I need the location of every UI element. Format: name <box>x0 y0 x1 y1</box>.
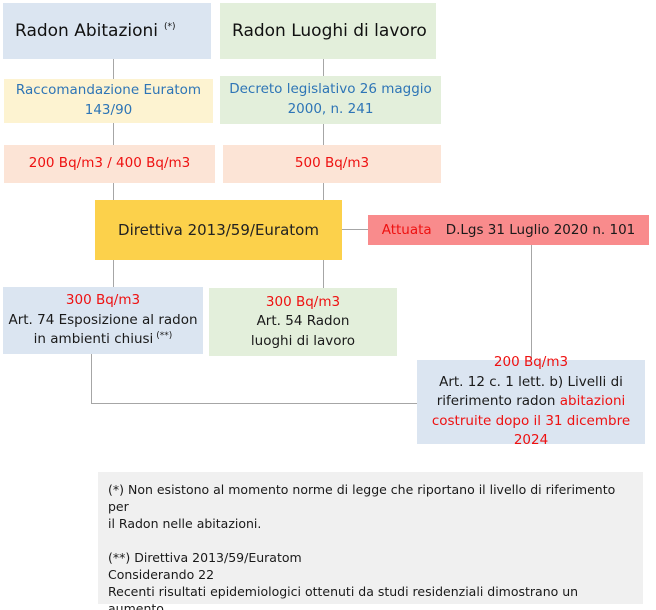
connector-art74-down <box>91 354 92 403</box>
art54-line2: luoghi di lavoro <box>250 332 356 349</box>
box-level-abitazioni: 200 Bq/m3 / 400 Bq/m3 <box>4 145 215 183</box>
raccomandazione-line2: 143/90 <box>84 102 133 118</box>
connector-work-3 <box>323 183 324 200</box>
art12-line3: costruite dopo il 31 dicembre 2024 <box>431 412 631 449</box>
connector-work-4 <box>323 260 324 288</box>
connector-work-1 <box>323 59 324 76</box>
decreto-line1: Decreto legislativo 26 maggio <box>229 81 432 98</box>
box-attuata: Attuata D.Lgs 31 Luglio 2020 n. 101 <box>368 215 649 245</box>
connector-homes-2 <box>113 123 114 145</box>
connector-attuata-art12 <box>531 245 532 360</box>
connector-work-2 <box>323 124 324 145</box>
connector-homes-3 <box>113 183 114 200</box>
box-art-54: 300 Bq/m3 Art. 54 Radon luoghi di lavoro <box>209 288 397 356</box>
footnote-marker-2: (**) <box>156 330 173 341</box>
footnote-asterisk: (*) Non esistono al momento norme di leg… <box>108 482 616 531</box>
box-direttiva: Direttiva 2013/59/Euratom <box>95 200 342 260</box>
box-level-lavoro: 500 Bq/m3 <box>223 145 441 183</box>
box-radon-abitazioni: Radon Abitazioni(*) <box>3 3 211 59</box>
box-radon-luoghi-di-lavoro: Radon Luoghi di lavoro <box>220 3 436 59</box>
box-art-74: 300 Bq/m3 Art. 74 Esposizione al radon i… <box>3 287 203 354</box>
art12-line1: Art. 12 c. 1 lett. b) Livelli di <box>439 373 623 390</box>
footnote-marker-1: (*) <box>164 22 176 33</box>
box-decreto-legislativo: Decreto legislativo 26 maggio 2000, n. 2… <box>220 76 441 124</box>
art74-level: 300 Bq/m3 <box>65 292 141 309</box>
art12-line2: riferimento radon abitazioni <box>436 393 626 410</box>
art54-level: 300 Bq/m3 <box>265 293 341 310</box>
footnote-double-asterisk: (**) Direttiva 2013/59/Euratom Considera… <box>108 550 579 610</box>
footnotes-panel: (*) Non esistono al momento norme di leg… <box>98 472 643 610</box>
level-lavoro-value: 500 Bq/m3 <box>294 155 370 172</box>
radon-lavoro-title: Radon Luoghi di lavoro <box>232 21 427 41</box>
level-abitazioni-value: 200 Bq/m3 / 400 Bq/m3 <box>28 155 191 172</box>
direttiva-label: Direttiva 2013/59/Euratom <box>118 221 319 239</box>
connector-directive-attuata <box>342 229 368 230</box>
connector-homes-1 <box>113 59 114 79</box>
box-raccomandazione-euratom: Raccomandazione Euratom 143/90 <box>4 79 213 123</box>
connector-art74-art12 <box>91 403 417 404</box>
art12-level: 200 Bq/m3 <box>493 354 569 371</box>
art54-line1: Art. 54 Radon <box>256 313 350 330</box>
attuata-law: D.Lgs 31 Luglio 2020 n. 101 <box>445 222 636 238</box>
radon-abitazioni-title: Radon Abitazioni(*) <box>15 21 176 41</box>
decreto-line2: 2000, n. 241 <box>287 101 374 117</box>
raccomandazione-line1: Raccomandazione Euratom <box>15 82 202 99</box>
attuata-status: Attuata <box>381 222 432 238</box>
connector-homes-4 <box>113 260 114 287</box>
box-art-12: 200 Bq/m3 Art. 12 c. 1 lett. b) Livelli … <box>417 354 645 448</box>
art74-line1: Art. 74 Esposizione al radon <box>8 311 198 328</box>
art74-line2: in ambienti chiusi(**) <box>33 330 173 348</box>
